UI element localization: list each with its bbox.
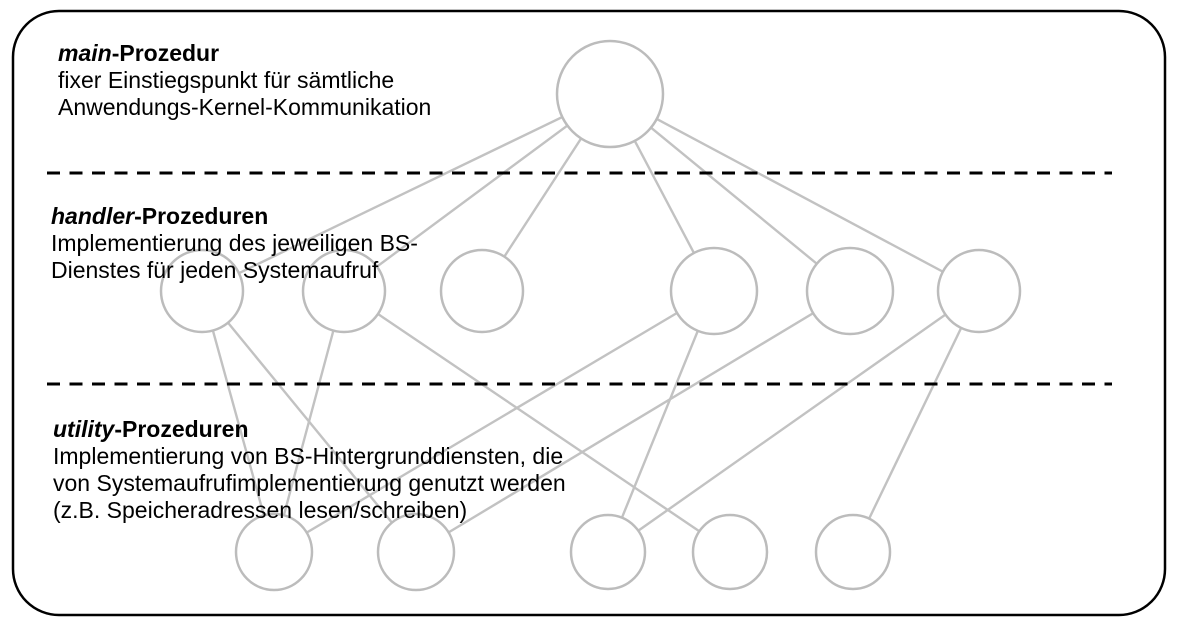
section-utility-label: utility-Prozeduren Implementierung von B…: [53, 416, 566, 524]
section-utility-line: von Systemaufrufimplementierung genutzt …: [53, 470, 566, 496]
section-main-line: Anwendungs-Kernel-Kommunikation: [58, 94, 432, 120]
section-handler-title-keyword: handler: [51, 203, 135, 229]
call-edge-main-handler-1: [201, 92, 611, 293]
call-edge-main-handler-6: [609, 92, 980, 293]
section-main-title-keyword: main: [58, 40, 112, 66]
node-utility-1: [234, 512, 314, 592]
section-handler-label: handler-Prozeduren Implementierung des j…: [51, 203, 418, 284]
node-utility-2: [376, 512, 456, 592]
node-handler-6: [936, 248, 1022, 334]
node-utility-3: [569, 513, 647, 591]
node-utility-4: [691, 513, 769, 591]
call-edge-handler-2-utility-4: [343, 290, 731, 553]
section-utility-title-rest: -Prozeduren: [114, 416, 249, 442]
section-utility-line: Implementierung von BS-Hintergrunddienst…: [53, 443, 564, 469]
node-handler-3: [439, 248, 525, 334]
node-main: [555, 39, 665, 149]
call-edge-handler-4-utility-1: [273, 289, 715, 554]
node-handler-4: [669, 246, 759, 336]
section-utility-title-keyword: utility: [53, 416, 115, 442]
call-edge-main-handler-2: [343, 93, 611, 292]
section-main-title: main-Prozedur: [58, 40, 431, 67]
outer-frame: [11, 9, 1167, 617]
section-handler-title: handler-Prozeduren: [51, 203, 418, 230]
section-handler-line: Implementierung des jeweiligen BS-: [51, 230, 418, 256]
call-edge-handler-2-utility-1: [272, 290, 346, 553]
call-edge-handler-6-utility-5: [851, 290, 981, 553]
section-utility-title: utility-Prozeduren: [53, 416, 566, 443]
section-utility-line: (z.B. Speicheradressen lesen/schreiben): [53, 497, 468, 523]
section-handler-line: Dienstes für jeden Systemaufruf: [51, 257, 379, 283]
call-edge-handler-5-utility-2: [415, 289, 851, 554]
node-handler-2: [301, 248, 387, 334]
section-main-line: fixer Einstiegspunkt für sämtliche: [58, 67, 395, 93]
section-main-label: main-Prozedur fixer Einstiegspunkt für s…: [58, 40, 431, 121]
section-main-title-rest: -Prozedur: [111, 40, 220, 66]
node-utility-5: [814, 513, 892, 591]
call-edge-handler-4-utility-3: [606, 290, 716, 553]
call-edge-handler-1-utility-1: [200, 290, 276, 553]
node-handler-5: [805, 246, 895, 336]
section-handler-title-rest: -Prozeduren: [134, 203, 269, 229]
call-edge-handler-6-utility-3: [607, 290, 980, 553]
node-handler-1: [159, 248, 245, 334]
